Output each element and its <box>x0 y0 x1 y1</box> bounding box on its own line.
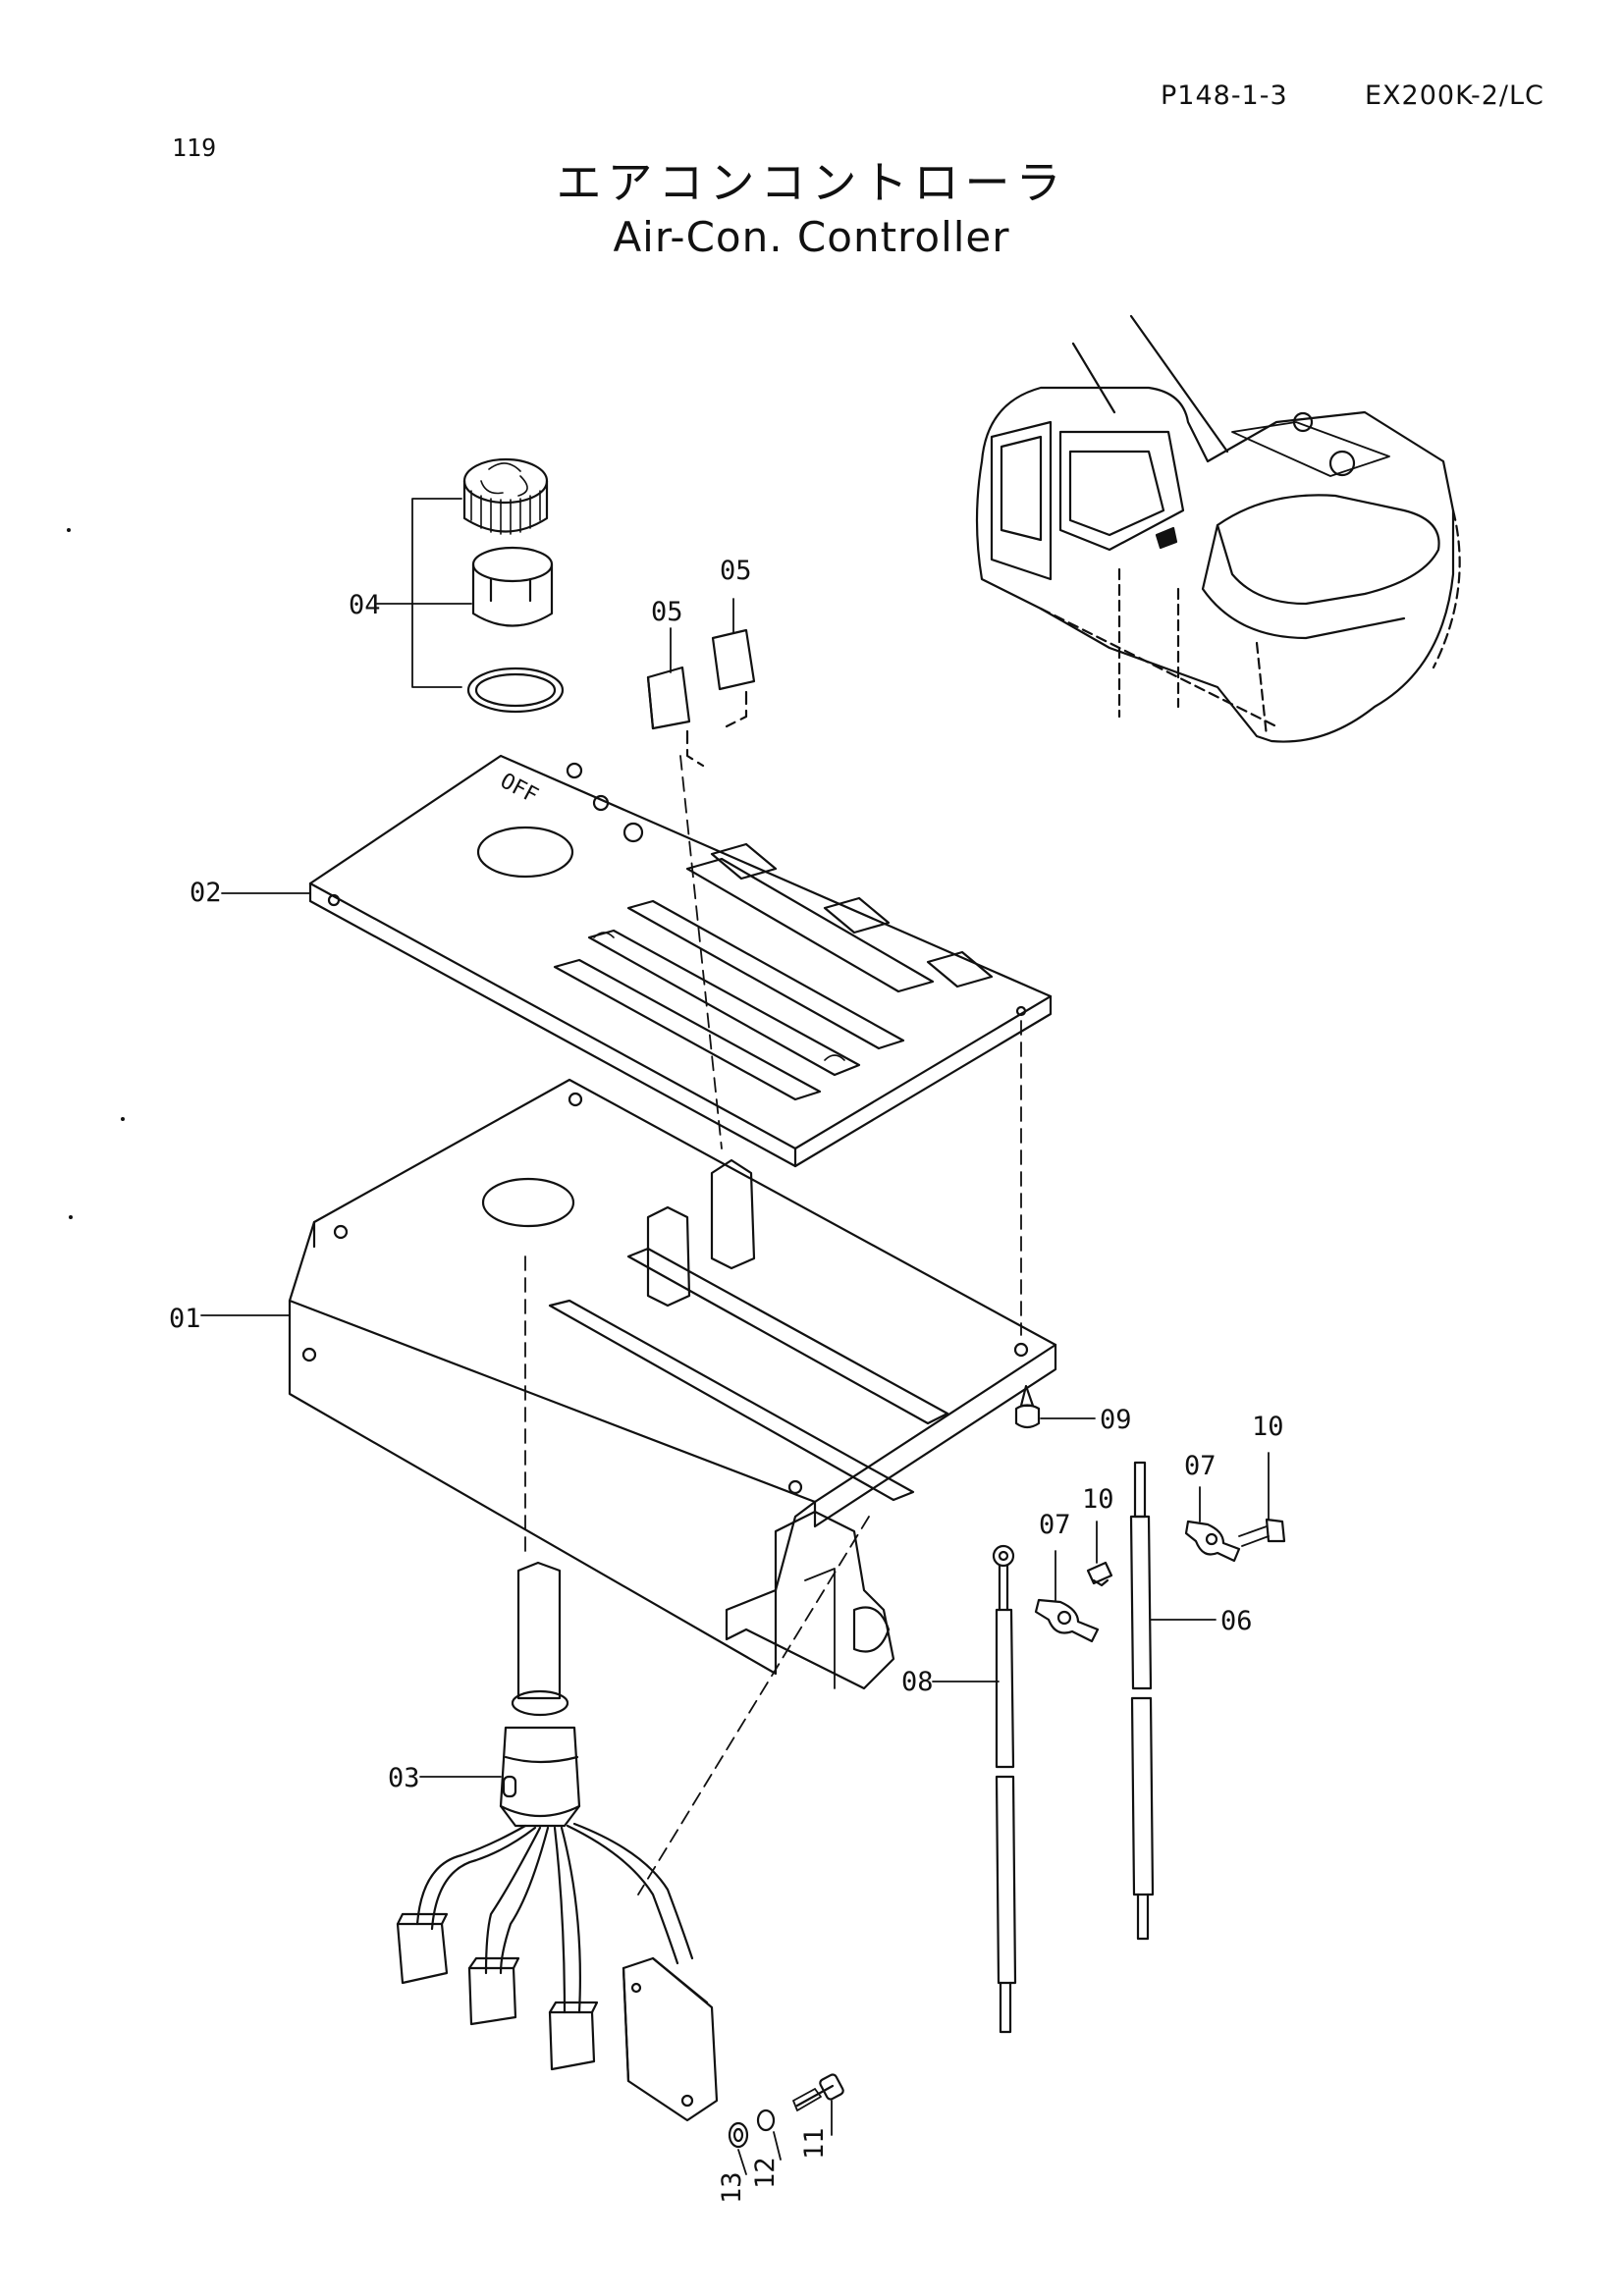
callout-09: 09 <box>1100 1405 1132 1435</box>
callout-05-right: 05 <box>720 556 752 586</box>
parts-07-10-clamps-screws <box>1034 1452 1286 1643</box>
part-04-fan-knob-assembly <box>376 457 565 714</box>
callout-07-right: 07 <box>1184 1451 1217 1481</box>
callout-10-left: 10 <box>1082 1484 1114 1515</box>
callout-04: 04 <box>349 590 381 620</box>
callout-02: 02 <box>189 878 222 908</box>
callout-05-left: 05 <box>651 597 683 627</box>
model-code: EX200K-2/LC <box>1365 80 1544 111</box>
callout-13: 13 <box>717 2171 747 2204</box>
part-02-top-panel: OFF <box>221 754 1053 1168</box>
part-03-controller-harness <box>396 1561 719 2122</box>
part-05-slide-knobs <box>646 598 756 768</box>
callout-08: 08 <box>901 1667 934 1697</box>
title-japanese: エアコンコントローラ <box>556 156 1067 209</box>
part-06-rod <box>1129 1461 1217 1941</box>
excavator-locator-view <box>975 314 1461 743</box>
callout-10-right: 10 <box>1252 1412 1284 1442</box>
callout-12: 12 <box>750 2157 781 2189</box>
parts-11-12-13-screw-washers <box>728 2073 844 2175</box>
callout-07-left: 07 <box>1039 1510 1071 1540</box>
part-09-screw <box>1014 1384 1096 1429</box>
assembly-guide-lines <box>524 755 1022 1896</box>
reference-code: P148-1-3 <box>1161 80 1288 111</box>
callout-06: 06 <box>1220 1606 1253 1636</box>
callout-11: 11 <box>799 2127 830 2160</box>
callout-01: 01 <box>169 1304 201 1334</box>
title-english: Air-Con. Controller <box>613 213 1010 261</box>
part-01-housing <box>200 1078 1057 1690</box>
page-number: 119 <box>172 133 217 162</box>
panel-off-label: OFF <box>496 769 542 809</box>
part-08-rod <box>932 1544 1017 2034</box>
callout-03: 03 <box>388 1763 420 1793</box>
